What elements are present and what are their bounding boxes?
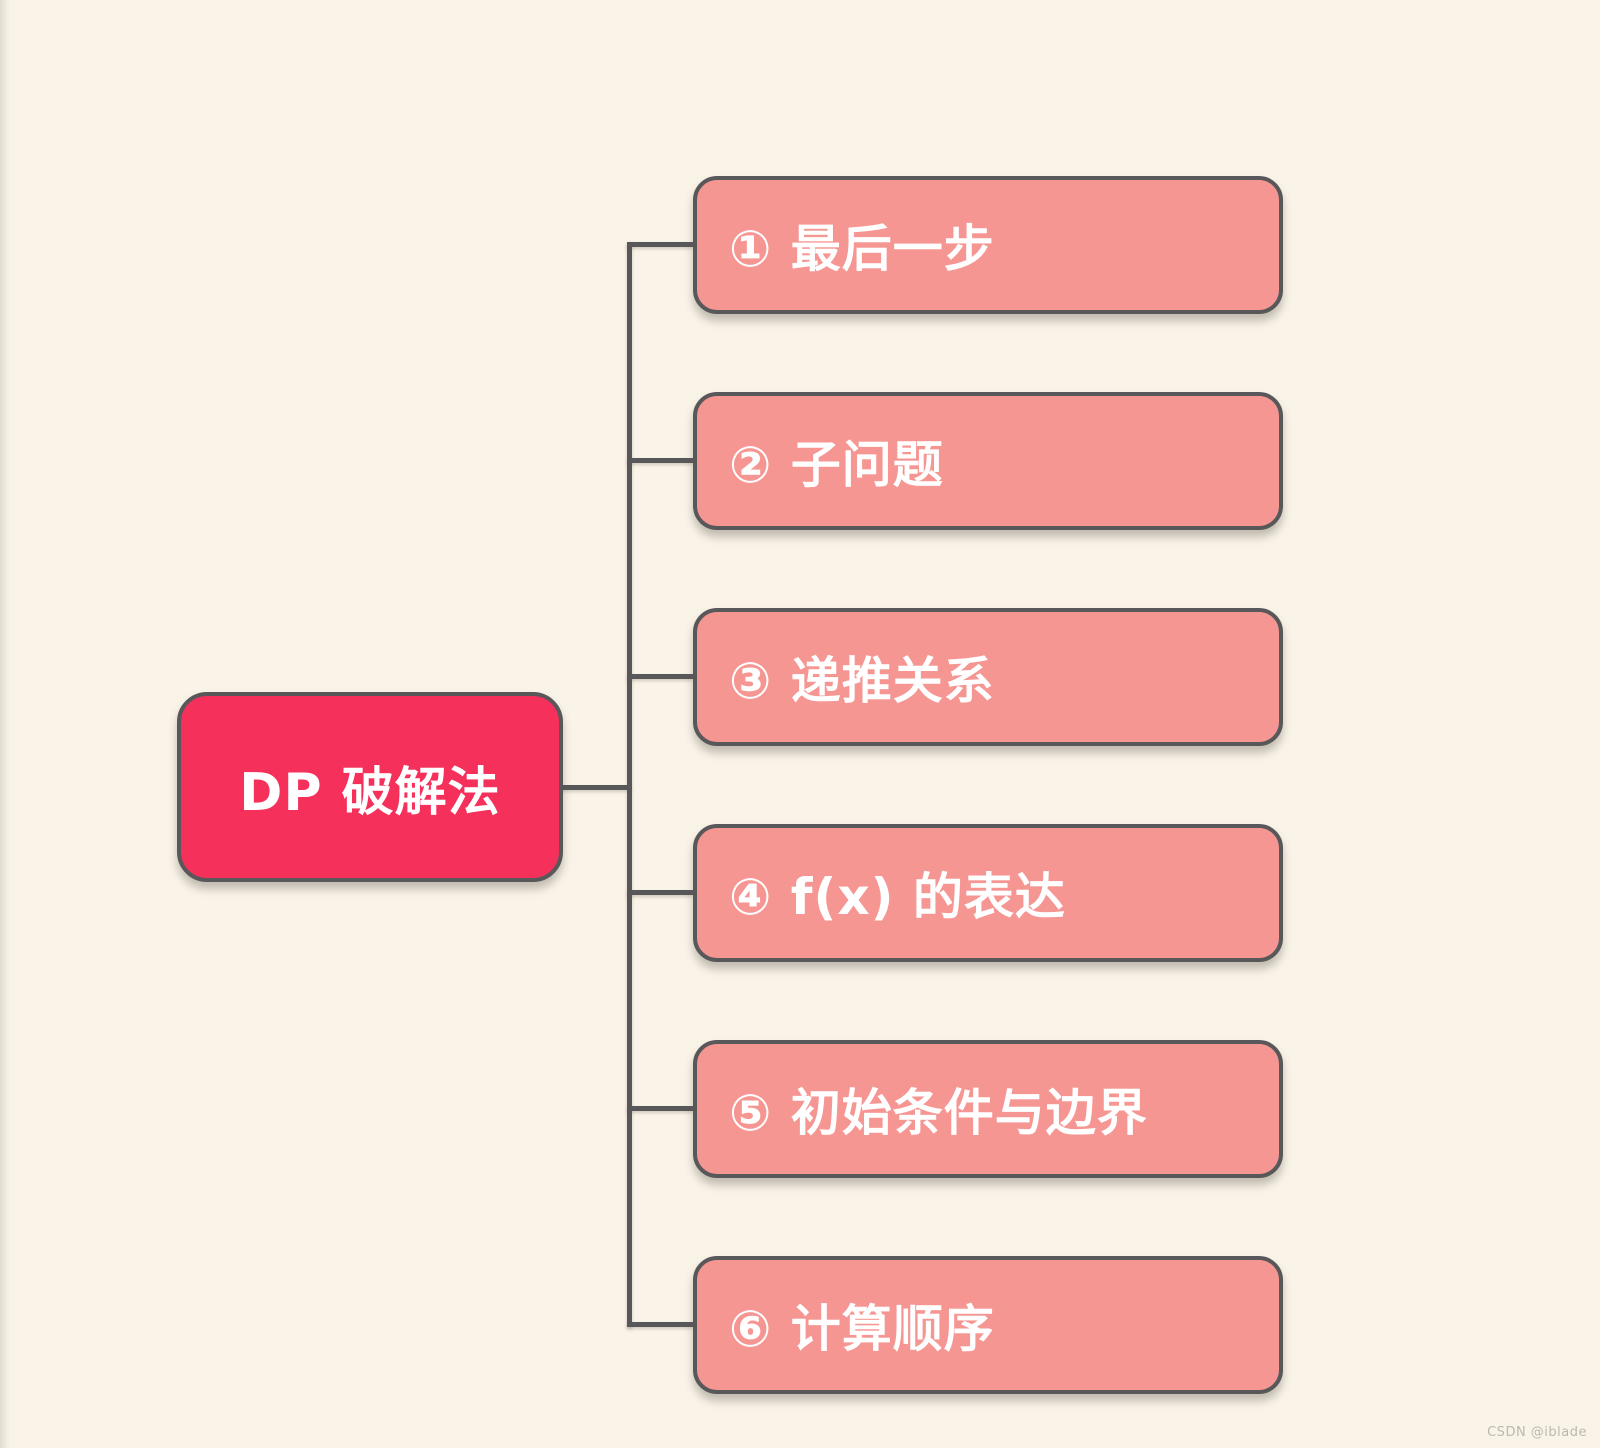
mindmap-node-initial-conditions-boundary[interactable]: ⑤ 初始条件与边界 [693, 1040, 1283, 1178]
connector-branch-5 [627, 1106, 693, 1111]
connector-spine [627, 242, 632, 1327]
node-label: ④ f(x) 的表达 [729, 868, 1066, 926]
mindmap-node-last-step[interactable]: ① 最后一步 [693, 176, 1283, 314]
csdn-watermark: CSDN @iblade [1487, 1425, 1587, 1440]
connector-root-stub [561, 785, 631, 790]
node-label: ① 最后一步 [729, 220, 995, 278]
connector-branch-1 [627, 242, 693, 247]
mindmap-node-fx-expression[interactable]: ④ f(x) 的表达 [693, 824, 1283, 962]
node-label: ② 子问题 [729, 436, 944, 494]
connector-branch-4 [627, 890, 693, 895]
page-edge-shadow [0, 0, 10, 1448]
node-label: ⑤ 初始条件与边界 [729, 1084, 1148, 1142]
mindmap-node-subproblem[interactable]: ② 子问题 [693, 392, 1283, 530]
mindmap-node-recurrence-relation[interactable]: ③ 递推关系 [693, 608, 1283, 746]
connector-branch-2 [627, 458, 693, 463]
connector-branch-3 [627, 674, 693, 679]
node-label: ③ 递推关系 [729, 652, 995, 710]
mindmap-root-node[interactable]: DP 破解法 [177, 692, 563, 882]
mindmap-node-computation-order[interactable]: ⑥ 计算顺序 [693, 1256, 1283, 1394]
root-node-label: DP 破解法 [239, 762, 501, 823]
node-label: ⑥ 计算顺序 [729, 1300, 995, 1358]
connector-branch-6 [627, 1322, 693, 1327]
